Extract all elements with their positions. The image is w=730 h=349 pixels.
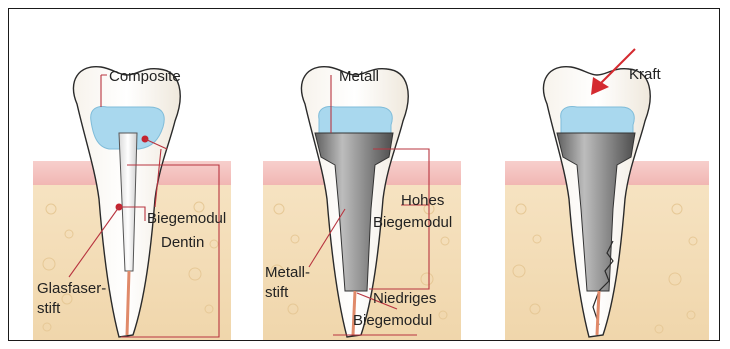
label-kraft: Kraft [629, 66, 662, 83]
label-hohes-biegemodul: Biegemodul [373, 214, 452, 231]
label-biegemodul-a: Biegemodul [147, 210, 226, 227]
root-canal-a [127, 271, 129, 335]
tooth-diagram: Composite Biegemodul Dentin Glasfaser- s… [9, 9, 720, 341]
label-dentin: Dentin [161, 234, 204, 251]
label-niedriges: Niedriges [373, 290, 436, 307]
panel-letter-a: A [227, 338, 238, 341]
panel-c: Kraft C [505, 49, 711, 341]
label-niedriges-biegemodul: Biegemodul [353, 312, 432, 329]
panel-letter-b: B [457, 338, 468, 341]
label-metall-stift: Metall- [265, 264, 310, 281]
panel-letter-c: C [699, 338, 711, 341]
composite-core-c [561, 107, 635, 136]
label-composite: Composite [109, 68, 181, 85]
label-glasfaser: Glasfaser- [37, 280, 106, 297]
panel-b: Metall Hohes Biegemodul Metall- stift Ni… [263, 67, 468, 341]
label-hohes: Hohes [401, 192, 444, 209]
panel-a: Composite Biegemodul Dentin Glasfaser- s… [33, 67, 238, 341]
composite-core-b [319, 107, 393, 136]
figure-frame: Composite Biegemodul Dentin Glasfaser- s… [8, 8, 720, 341]
label-glasfaser-stift: stift [37, 300, 61, 317]
root-canal-c [597, 291, 599, 335]
label-metall-stift-2: stift [265, 284, 289, 301]
label-metall: Metall [339, 68, 379, 85]
